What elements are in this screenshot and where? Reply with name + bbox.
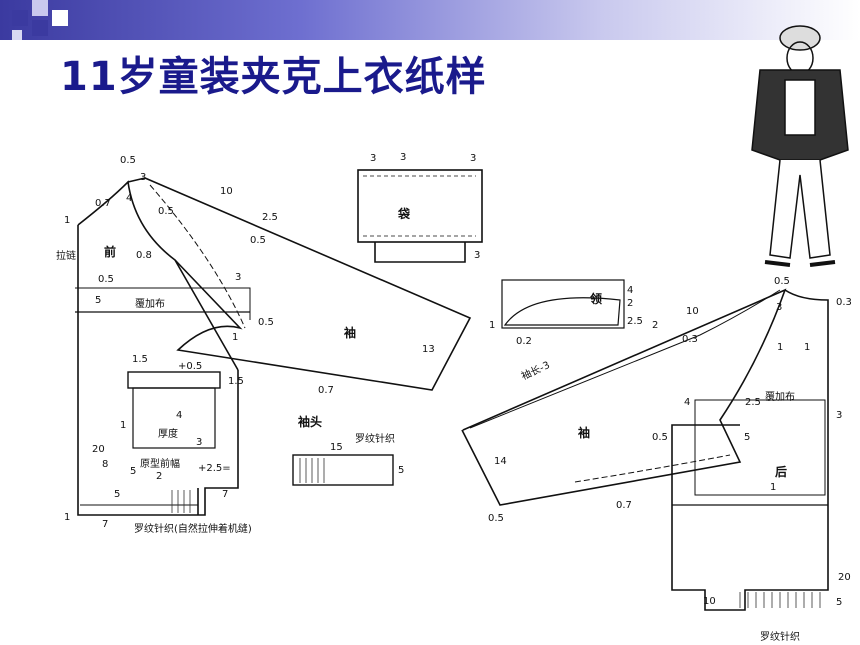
dim-collar-4: 0.2 [516, 336, 532, 347]
dim-front-19: 7 [222, 489, 229, 500]
dim-bsleeve-4: 5 [744, 432, 751, 443]
dim-front-9: +0.5 [178, 361, 203, 372]
dim-front-6: 0.5 [98, 274, 114, 285]
dim-fsleeve-6: 0.7 [318, 385, 334, 396]
dim-fsleeve-4: 3 [235, 272, 242, 283]
dim-front-10: 1.5 [228, 376, 244, 387]
dim-front-21: 1 [64, 512, 71, 523]
label-overlay-back: 覆加布 [765, 392, 795, 403]
dim-front-4: 1 [64, 215, 71, 226]
dim-front-18: 5 [114, 489, 121, 500]
dim-back-0: 0.5 [774, 276, 790, 287]
dim-front-11: 4 [176, 410, 183, 421]
dim-back-5: 3 [836, 410, 843, 421]
label-rib-front: 罗纹针织(自然拉伸着机缝) [134, 524, 252, 535]
dim-pocket-1: 3 [400, 152, 407, 163]
dim-front-16: 2 [156, 471, 163, 482]
dim-back-2: 0.3 [836, 297, 852, 308]
label-rib-back: 罗纹针织 [760, 632, 800, 643]
dim-pocket-3: 3 [474, 250, 481, 261]
dim-collar-0: 4 [627, 285, 634, 296]
dim-front-2: 4 [126, 193, 133, 204]
dim-front-13: 20 [92, 444, 105, 455]
header-gradient-bar [0, 0, 860, 40]
dim-fsleeve-1: 0.5 [158, 206, 174, 217]
dim-front-23: 0.5 [258, 317, 274, 328]
label-back: 后 [775, 465, 788, 479]
label-pocket: 袋 [398, 207, 411, 221]
decor-square-3 [32, 20, 48, 36]
dim-fsleeve-5: 13 [422, 344, 435, 355]
label-zipper: 拉链 [56, 251, 76, 262]
decor-square-4 [12, 30, 22, 40]
dim-collar-3: 1 [489, 320, 496, 331]
decor-square-2 [32, 0, 48, 16]
dim-bsleeve-7: 14 [494, 456, 507, 467]
dim-bsleeve-0: 10 [686, 306, 699, 317]
label-front-sleeve: 袖 [344, 326, 357, 340]
dim-fsleeve-0: 10 [220, 186, 233, 197]
label-front: 前 [104, 245, 117, 259]
dim-cuff-0: 15 [330, 442, 343, 453]
dim-bsleeve-1: 2 [652, 320, 659, 331]
dim-back-6: 1 [770, 482, 777, 493]
dim-collar-1: 2 [627, 298, 634, 309]
dim-pocket-2: 3 [470, 153, 477, 164]
dim-front-0: 0.5 [120, 155, 136, 166]
page-title: 11岁童装夹克上衣纸样 [60, 54, 487, 100]
dim-front-8: 1.5 [132, 354, 148, 365]
dim-front-7: 5 [95, 295, 102, 306]
dim-front-5: 0.8 [136, 250, 152, 261]
dim-fsleeve-3: 0.5 [250, 235, 266, 246]
dim-front-3: 3 [140, 172, 147, 183]
dim-front-1: 0.7 [95, 198, 111, 209]
dim-bsleeve-8: 0.5 [488, 513, 504, 524]
dim-back-8: 5 [836, 597, 843, 608]
dim-bsleeve-5: 4 [684, 397, 691, 408]
label-orig-width: 原型前幅 [140, 459, 180, 470]
label-overlay-front: 覆加布 [135, 299, 165, 310]
label-cuff: 袖头 [298, 415, 323, 429]
dim-cuff-1: 5 [398, 465, 405, 476]
dim-back-4: 2.5 [745, 397, 761, 408]
dim-collar-2: 2.5 [627, 316, 643, 327]
dim-pocket-0: 3 [370, 153, 377, 164]
dim-bsleeve-9: 0.7 [616, 500, 632, 511]
figure-illustration [751, 25, 849, 267]
dim-front-15: 5 [130, 466, 137, 477]
dim-front-24: 1 [232, 332, 239, 343]
label-back-sleeve: 袖 [578, 426, 591, 440]
label-collar: 领 [590, 292, 603, 306]
dim-back-1: 3 [776, 302, 783, 313]
dim-front-17: +2.5= [198, 463, 231, 474]
dim-back-7: 20 [838, 572, 851, 583]
dim-fsleeve-2: 2.5 [262, 212, 278, 223]
dim-back-3: 1 [804, 342, 811, 353]
label-cuff-rib: 罗纹针织 [355, 434, 395, 445]
dim-bsleeve-3: 1 [777, 342, 784, 353]
label-thickness: 厚度 [158, 429, 178, 440]
dim-bsleeve-2: 0.3 [682, 334, 698, 345]
dim-front-20: 7 [102, 519, 109, 530]
decor-square-1 [12, 10, 28, 26]
dim-back-9: 10 [703, 596, 716, 607]
dim-front-22: 1 [120, 420, 127, 431]
dim-bsleeve-6: 0.5 [652, 432, 668, 443]
dim-front-12: 3 [196, 437, 203, 448]
decor-square-5 [52, 10, 68, 26]
dim-front-14: 8 [102, 459, 109, 470]
